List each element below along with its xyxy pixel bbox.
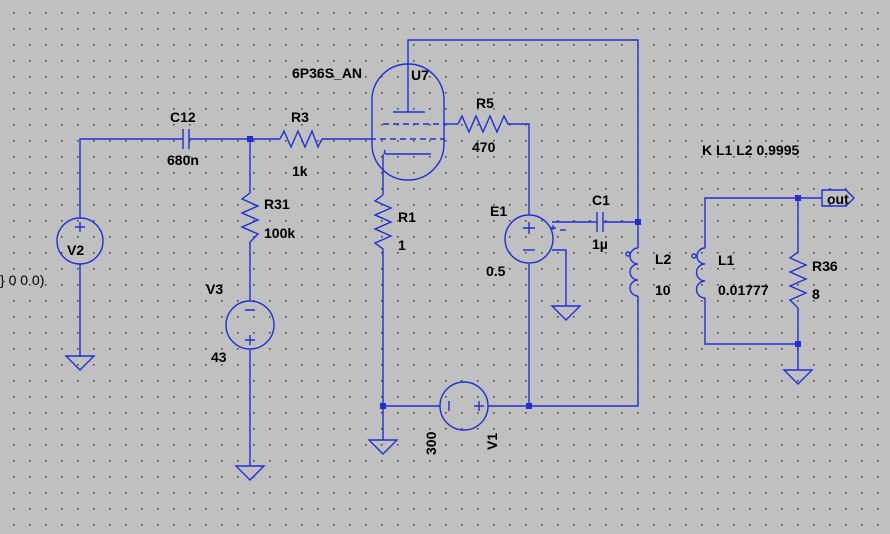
l1-value: 0.01777 bbox=[718, 282, 769, 298]
ground-symbol bbox=[64, 355, 96, 371]
l1-name: L1 bbox=[718, 252, 735, 268]
v3-source[interactable] bbox=[225, 300, 275, 350]
v1-source[interactable] bbox=[439, 381, 489, 431]
v3-name: V3 bbox=[206, 281, 223, 297]
c1-value: 1µ bbox=[592, 236, 608, 252]
ground-symbol bbox=[782, 369, 814, 385]
c12-value: 680n bbox=[167, 152, 199, 168]
r3-value: 1k bbox=[292, 163, 308, 179]
l2-name: L2 bbox=[655, 251, 672, 267]
c12-capacitor[interactable] bbox=[182, 129, 190, 149]
u7-tube[interactable] bbox=[370, 63, 445, 181]
l2-value: 10 bbox=[655, 282, 671, 298]
r5-resistor[interactable] bbox=[457, 114, 512, 134]
r5-value: 470 bbox=[472, 139, 496, 155]
ground-symbols bbox=[64, 305, 814, 481]
out-net-flag[interactable] bbox=[821, 189, 855, 207]
e1-name: E1 bbox=[490, 203, 507, 219]
v2-value-fragment: } 0 0 0) bbox=[0, 272, 44, 288]
v1-name: V1 bbox=[484, 433, 500, 450]
l1-inductor[interactable] bbox=[691, 247, 706, 299]
v2-source[interactable] bbox=[56, 217, 104, 265]
r31-resistor[interactable] bbox=[240, 192, 260, 243]
r1-value: 1 bbox=[398, 237, 406, 253]
e1-source[interactable] bbox=[504, 214, 566, 264]
r36-name: R36 bbox=[812, 258, 838, 274]
v1-value: 300 bbox=[423, 431, 439, 455]
v3-value: 43 bbox=[211, 349, 227, 365]
r36-value: 8 bbox=[812, 286, 820, 302]
r1-name: R1 bbox=[398, 209, 416, 225]
r1-resistor[interactable] bbox=[373, 194, 393, 256]
ground-symbol bbox=[550, 305, 582, 321]
l2-inductor[interactable] bbox=[625, 247, 639, 297]
ground-symbol bbox=[367, 439, 399, 455]
junctions bbox=[247, 136, 801, 409]
r31-name: R31 bbox=[264, 196, 290, 212]
r3-name: R3 bbox=[291, 109, 309, 125]
c1-capacitor[interactable] bbox=[596, 212, 604, 232]
ground-symbol bbox=[234, 465, 266, 481]
e1-value: 0.5 bbox=[486, 263, 506, 279]
r3-resistor[interactable] bbox=[279, 129, 323, 149]
u7-name: U7 bbox=[411, 67, 429, 83]
c12-name: C12 bbox=[170, 109, 196, 125]
v2-label: V2 bbox=[67, 242, 84, 258]
r31-value: 100k bbox=[264, 225, 295, 241]
out-net-label: out bbox=[827, 191, 849, 207]
u7-model: 6P36S_AN bbox=[292, 65, 362, 81]
r36-resistor[interactable] bbox=[788, 251, 808, 309]
wires bbox=[79, 39, 822, 466]
c1-name: C1 bbox=[592, 192, 610, 208]
r5-name: R5 bbox=[476, 95, 494, 111]
coupling-directive[interactable]: K L1 L2 0.9995 bbox=[702, 142, 799, 158]
